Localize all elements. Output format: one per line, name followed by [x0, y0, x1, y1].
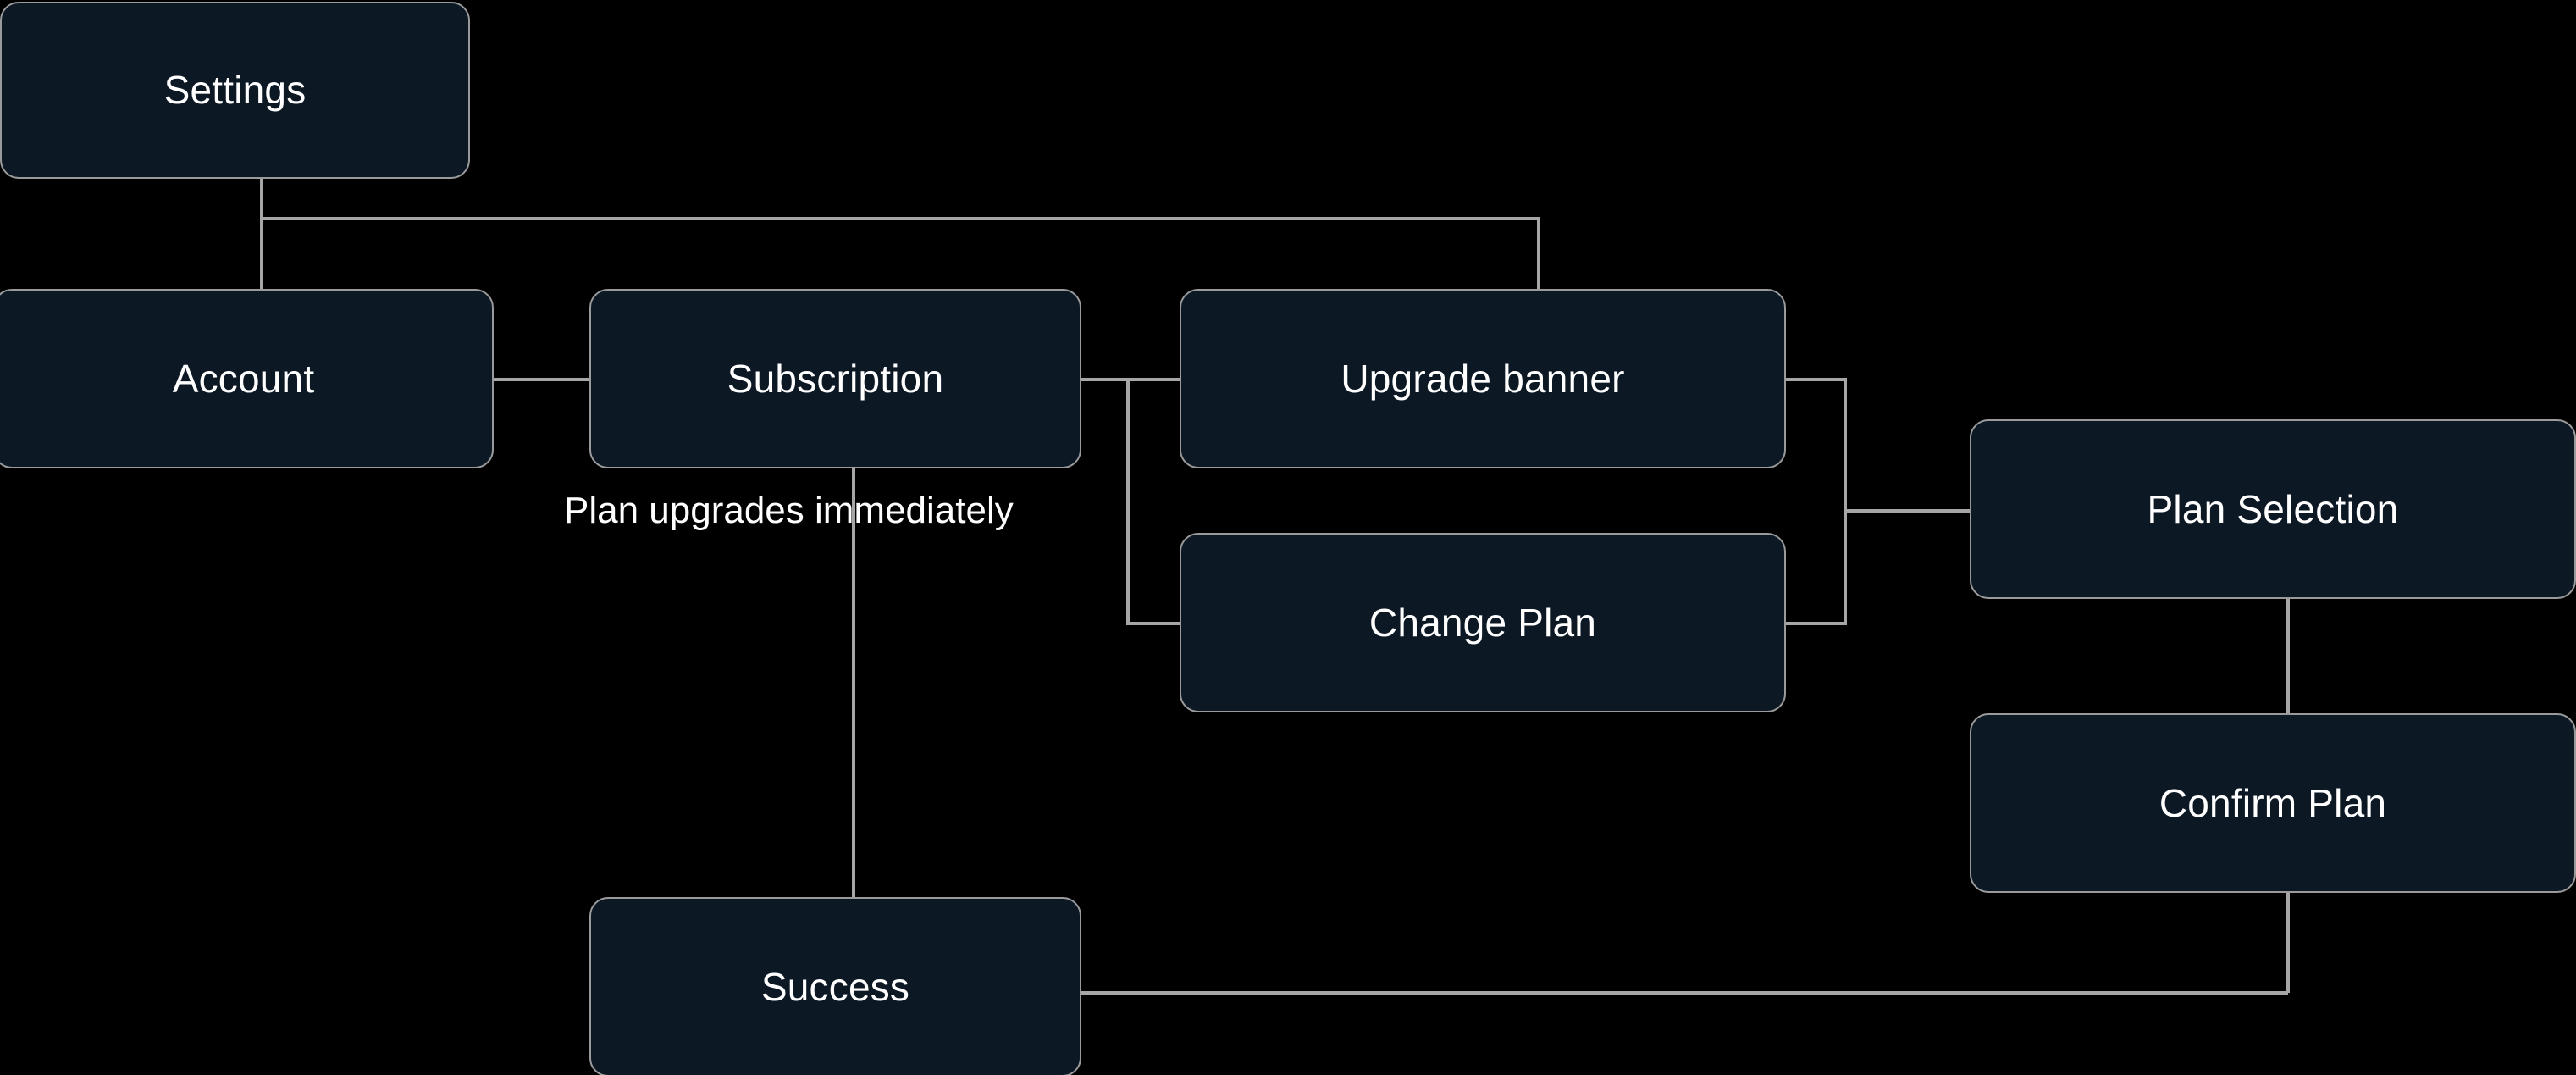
node-confirm-plan-label: Confirm Plan [2159, 780, 2387, 825]
node-subscription-label: Subscription [727, 356, 944, 401]
node-subscription[interactable]: Subscription [589, 289, 1081, 468]
edge-settings-stem [260, 179, 263, 220]
node-change-plan-label: Change Plan [1368, 600, 1597, 645]
edge-upgrade-banner-stem [1784, 378, 1847, 381]
edge-change-plan-to-plan-selection [1844, 509, 1847, 623]
edge-account-to-subscription [492, 378, 591, 381]
node-plan-selection-label: Plan Selection [2147, 486, 2399, 531]
node-change-plan[interactable]: Change Plan [1180, 533, 1786, 712]
edge-label-plan-upgrades-immediately: Plan upgrades immediately [564, 490, 1014, 531]
edge-confirm-plan-to-success [1080, 991, 2288, 995]
edge-upgrade-banner-to-plan-selection [1844, 378, 1847, 511]
node-settings[interactable]: Settings [0, 2, 470, 179]
node-success[interactable]: Success [589, 897, 1081, 1075]
edge-change-plan-stem [1784, 622, 1847, 625]
node-upgrade-banner-label: Upgrade banner [1341, 356, 1625, 401]
node-plan-selection[interactable]: Plan Selection [1970, 419, 2576, 599]
node-settings-label: Settings [163, 68, 307, 113]
node-account-label: Account [172, 356, 315, 401]
edge-confirm-plan-stem [2286, 893, 2290, 993]
node-upgrade-banner[interactable]: Upgrade banner [1180, 289, 1786, 468]
node-confirm-plan[interactable]: Confirm Plan [1970, 713, 2576, 893]
edge-subscription-to-change-plan [1126, 622, 1181, 625]
node-account[interactable]: Account [0, 289, 494, 468]
edge-bus-to-plan-selection [1844, 509, 1971, 513]
edge-subscription-branch [1126, 378, 1130, 625]
edge-subscription-stem [1080, 378, 1181, 381]
node-success-label: Success [760, 964, 910, 1009]
edge-subscription-to-success [852, 468, 855, 897]
edge-settings-bus [260, 217, 1540, 220]
edge-settings-to-upgrade-banner [1537, 217, 1540, 291]
edge-plan-selection-to-confirm-plan [2286, 599, 2290, 715]
edge-settings-to-account [260, 217, 263, 291]
